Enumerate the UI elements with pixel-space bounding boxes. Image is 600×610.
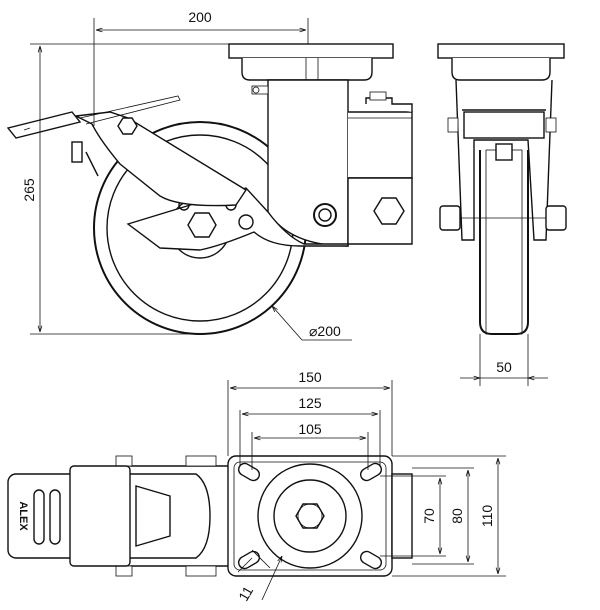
dim-overall-height-label: 265 <box>21 178 37 202</box>
dim-swivel-offset: 200 <box>93 9 309 126</box>
shock-nut-hex <box>373 197 405 225</box>
dim-hole-125: 125 <box>239 395 381 466</box>
wheel-front <box>479 150 529 335</box>
dim-plate-width: 150 <box>227 369 393 456</box>
brake-pedal-logo: ALEX <box>17 501 29 531</box>
brake-pedal-top: ALEX <box>7 465 131 567</box>
dim-bolt-hole: 11 <box>235 549 282 604</box>
dim-hole-70: 70 <box>380 475 446 557</box>
dim-hole-105: 105 <box>251 421 369 470</box>
axle-cap-right <box>545 205 567 231</box>
kingpin-hole <box>273 479 347 553</box>
dim-hole-70-label: 70 <box>421 508 437 524</box>
side-view: 200 265 ⌀200 <box>6 9 413 341</box>
dim-overall-height: 265 <box>21 43 229 335</box>
top-view: ALEX 150 125 105 70 <box>7 369 506 604</box>
front-view: 50 <box>437 43 567 386</box>
dim-wheel-width: 50 <box>460 334 548 386</box>
dim-swivel-offset-label: 200 <box>188 9 212 25</box>
dim-hole-80: 80 <box>412 467 474 565</box>
dim-plate-width-label: 150 <box>298 369 322 385</box>
axle-nut-hex <box>187 212 217 238</box>
dim-plate-length: 110 <box>392 455 506 577</box>
pivot-bolt <box>313 203 337 227</box>
axle-cap-left <box>439 205 461 231</box>
dim-wheel-diameter-label: ⌀200 <box>309 323 341 339</box>
grease-nipple <box>251 85 269 95</box>
dim-hole-105-label: 105 <box>298 421 322 437</box>
brake-lever <box>6 95 247 207</box>
dim-plate-length-label: 110 <box>479 505 495 528</box>
dim-wheel-diameter: ⌀200 <box>272 306 352 341</box>
dim-hole-125-label: 125 <box>298 395 322 411</box>
dim-wheel-width-label: 50 <box>496 359 512 375</box>
top-plate-side <box>228 43 394 81</box>
dim-bolt-hole-label: 11 <box>235 583 256 604</box>
dim-hole-80-label: 80 <box>449 508 465 524</box>
fork-side <box>267 79 413 247</box>
mounting-holes <box>237 462 383 570</box>
